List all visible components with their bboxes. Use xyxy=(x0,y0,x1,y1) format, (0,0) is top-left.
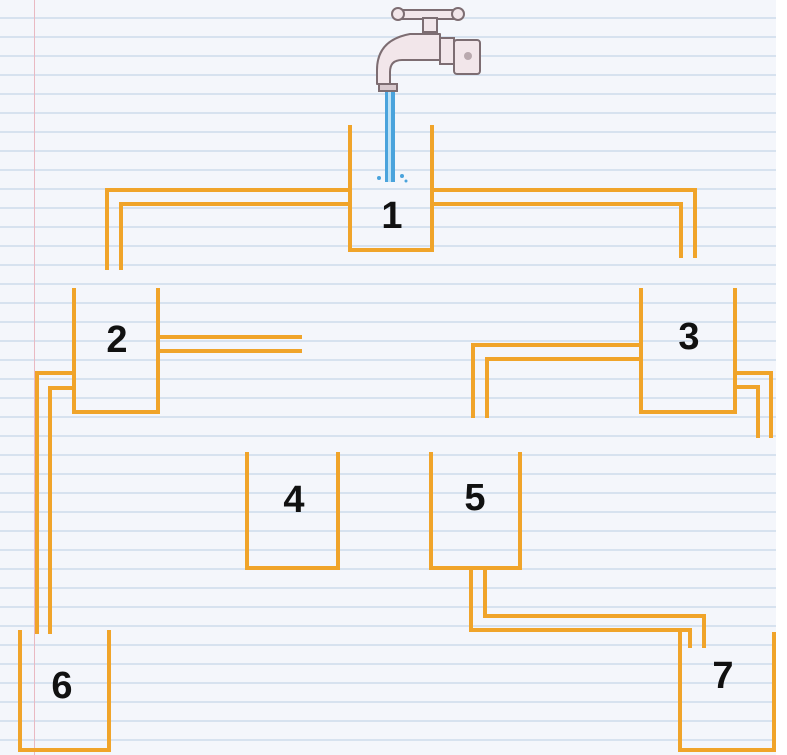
water-stream xyxy=(377,92,408,183)
container-5-label: 5 xyxy=(464,477,485,519)
pipe-3-right-exit xyxy=(735,373,771,438)
container-2-label: 2 xyxy=(106,319,127,361)
container-1-label: 1 xyxy=(381,195,402,237)
pipe-1-to-3 xyxy=(432,190,695,258)
pipe-2-dead-end xyxy=(158,337,302,351)
container-7-label: 7 xyxy=(712,655,733,697)
container-4-label: 4 xyxy=(283,479,304,521)
container-3-label: 3 xyxy=(678,316,699,358)
pipe-1-to-2 xyxy=(107,190,350,270)
pipe-2-to-6 xyxy=(37,373,74,634)
pipe-5-to-7 xyxy=(471,568,704,648)
faucet-icon xyxy=(377,8,480,91)
pipe-3-to-5 xyxy=(473,345,641,418)
container-6-label: 6 xyxy=(51,665,72,707)
